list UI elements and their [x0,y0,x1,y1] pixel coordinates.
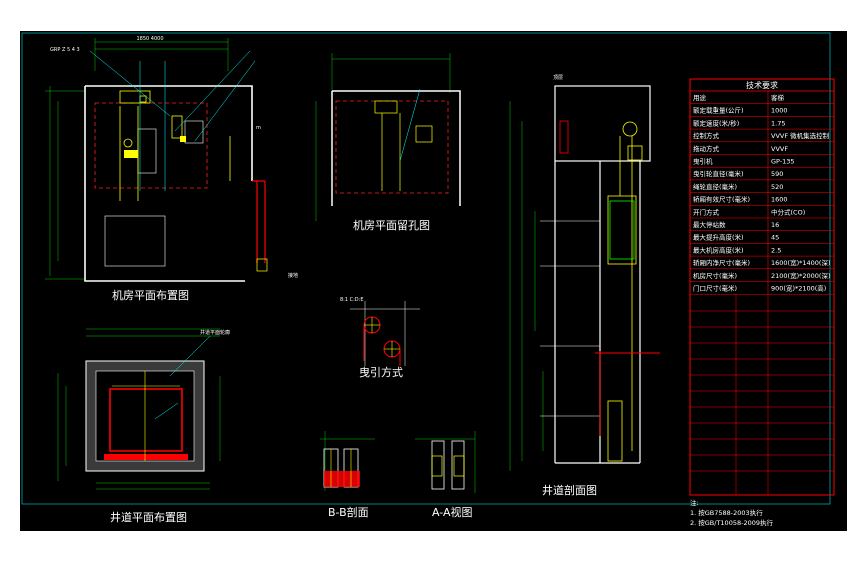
svg-text:井道平面轮廓: 井道平面轮廓 [200,329,230,336]
table-row-key: 最大停站数 [693,220,726,229]
table-row-key: 最大提升高度(米) [693,233,744,242]
table-row-value: 2100(宽)*2000(深) [771,271,830,280]
hoistway-layout-view: 井道平面轮廓 井道平面布置图 [57,328,230,524]
table-row-value: 1600(宽)*1400(深) [771,258,830,267]
section-bb-view: B-B剖面 [320,431,375,519]
table-row-key: 机房尺寸(毫米) [693,271,737,280]
note-2: 2. 按GB/T10058-2009执行 [690,518,773,527]
table-row-value: 16 [771,221,779,229]
svg-text:接地: 接地 [288,272,298,279]
drawing-sheet: 1850 4000 GRP Z 5 4 3 m 接地 机房平面布置图 机房平面留… [20,31,847,531]
table-row-value: 520 [771,183,783,191]
svg-text:1850 4000: 1850 4000 [136,36,163,42]
table-row-value: 中分式(CO) [771,207,805,216]
view-aa-view: A-A视图 [415,431,476,519]
view-aa-title: A-A视图 [432,505,473,519]
cad-canvas: 1850 4000 GRP Z 5 4 3 m 接地 机房平面布置图 机房平面留… [20,31,847,531]
table-row-key: 用途 [693,93,707,102]
table-row-key: 门口尺寸(毫米) [693,284,737,293]
svg-text:顶层: 顶层 [553,75,563,81]
table-row-value: GP-135 [771,158,795,166]
table-row-value: VVVF 微机集选控制 [771,131,830,140]
notes-title: 注: [690,498,699,507]
table-row-value: VVVF [771,145,788,153]
table-row-key: 额定载重量(公斤) [693,106,744,115]
svg-text:8:1 C:D:E: 8:1 C:D:E [340,297,364,303]
note-1: 1. 按GB7588-2003执行 [690,508,763,517]
table-row-key: 轿厢有效尺寸(毫米) [693,195,750,204]
notes-block: 注: 1. 按GB7588-2003执行 2. 按GB/T10058-2009执… [690,498,773,527]
table-row-key: 绳轮直径(毫米) [693,182,737,191]
table-header: 技术要求 [746,80,778,90]
traction-method-view: 8:1 C:D:E 曳引方式 [340,297,420,379]
svg-text:m: m [256,125,261,131]
machine-room-holes-title: 机房平面留孔图 [353,218,430,232]
table-row-key: 曳引轮直径(毫米) [693,169,744,178]
drawing-border [21,32,831,505]
table-row-key: 拖动方式 [693,144,720,153]
table-row-value: 45 [771,234,779,242]
section-bb-title: B-B剖面 [328,505,369,519]
table-row-value: 900(宽)*2100(高) [771,284,826,293]
table-row-key: 控制方式 [693,131,720,140]
table-row-key: 最大机房高度(米) [693,245,744,254]
machine-room-holes-view: 机房平面留孔图 [315,53,461,232]
hoistway-section-view: 顶层 井道剖面图 [509,75,660,497]
table-row-value: 1600 [771,196,788,204]
hoistway-layout-title: 井道平面布置图 [110,510,187,524]
machine-room-layout-title: 机房平面布置图 [112,288,189,302]
table-row-value: 客梯 [771,93,785,102]
svg-text:GRP Z 5 4 3: GRP Z 5 4 3 [50,47,80,53]
machine-room-layout-view: 1850 4000 GRP Z 5 4 3 m 接地 机房平面布置图 [45,36,298,302]
table-row-key: 曳引机 [693,157,713,166]
hoistway-section-title: 井道剖面图 [542,483,597,497]
table-row-value: 590 [771,170,783,178]
table-row-value: 1000 [771,107,788,115]
table-row-key: 轿厢内净尺寸(毫米) [693,258,750,267]
table-row-value: 1.75 [771,119,785,127]
traction-method-title: 曳引方式 [359,365,403,379]
table-row-key: 额定速度(米/秒) [693,118,739,127]
table-row-value: 2.5 [771,246,781,254]
table-row-key: 开门方式 [693,207,720,216]
